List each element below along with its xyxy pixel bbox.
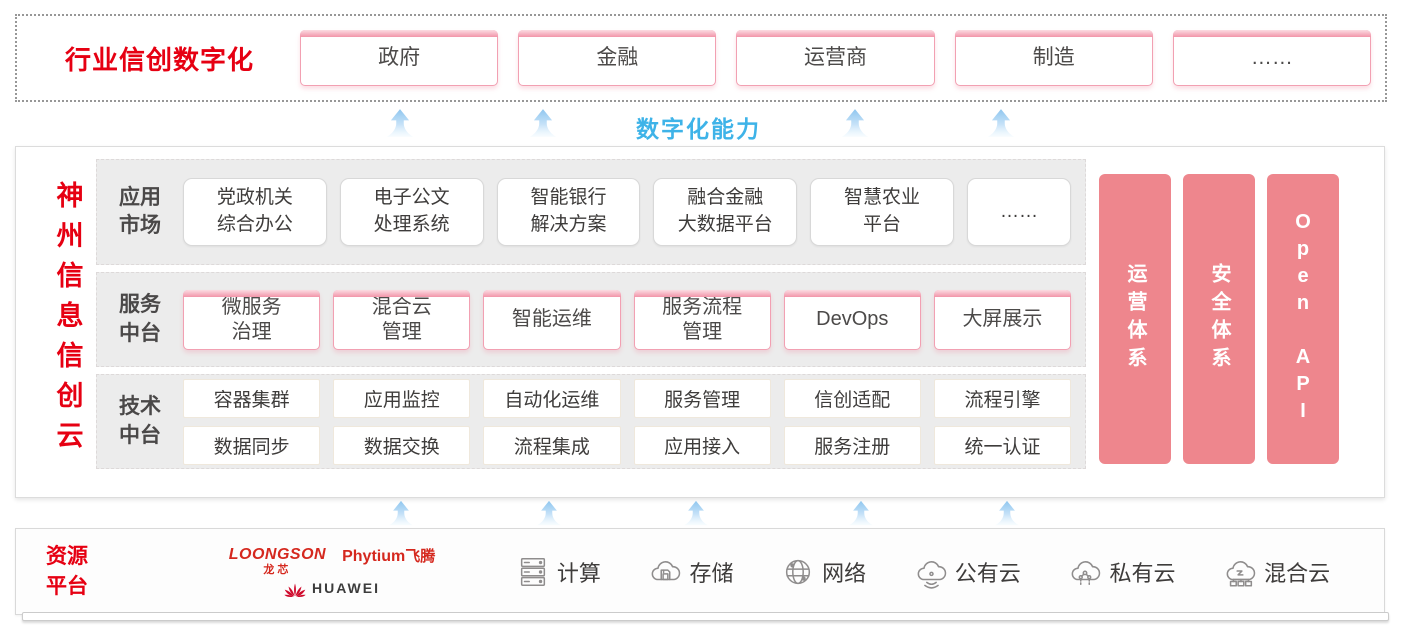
service-box: 微服务 治理	[183, 289, 321, 350]
tech-box: 数据同步	[183, 425, 321, 465]
resource-item-network: 网络	[781, 555, 866, 589]
vendor-logos: LOONGSON 龙芯 Phytium 飞腾	[187, 545, 477, 597]
pillar-operation-system: 运营体系	[1099, 174, 1171, 464]
tech-box: 服务管理	[633, 378, 771, 418]
huawei-logo: HUAWEI	[284, 579, 380, 597]
pillar-label: 运营体系	[1124, 263, 1146, 375]
resource-platform-panel: 资源 平台 LOONGSON 龙芯 Phytium 飞腾	[15, 528, 1385, 615]
industry-box-operator: 运营商	[736, 30, 935, 86]
cloud-platform-panel: 神州信息信创云 应用 市场 党政机关 综合办公 电子公文 处理系统 智能银行 解…	[15, 146, 1385, 498]
loongson-logo: LOONGSON 龙芯	[228, 545, 327, 576]
industry-banner: 行业信创数字化 政府 金融 运营商 制造 ……	[15, 14, 1387, 102]
resource-item-public-cloud: 公有云	[914, 555, 1021, 589]
app-box: 电子公文 处理系统	[339, 178, 484, 246]
up-arrow-icon	[529, 109, 557, 137]
band-service-platform: 服务 中台 微服务 治理 混合云 管理 智能运维 服务流程 管理 DevOps …	[96, 272, 1086, 367]
up-arrow-icon	[841, 109, 869, 137]
tech-box: 流程集成	[483, 425, 621, 465]
up-arrow-icon	[849, 500, 873, 526]
service-box: 混合云 管理	[333, 289, 471, 350]
base-platform-bar	[22, 612, 1389, 621]
industry-box-list: 政府 金融 运营商 制造 ……	[300, 30, 1372, 86]
resource-item-label: 混合云	[1264, 560, 1331, 586]
network-icon	[786, 559, 811, 584]
loongson-logo-text: LOONGSON	[228, 545, 327, 563]
service-box: DevOps	[783, 289, 922, 350]
service-platform-items: 微服务 治理 混合云 管理 智能运维 服务流程 管理 DevOps 大屏展示	[183, 289, 1072, 350]
tech-platform-grid: 容器集群 应用监控 自动化运维 服务管理 信创适配 流程引擎 数据同步 数据交换…	[183, 378, 1072, 465]
app-box: 智能银行 解决方案	[496, 178, 641, 246]
service-box: 智能运维	[483, 289, 621, 350]
tech-box: 自动化运维	[483, 378, 621, 418]
up-arrow-icon	[537, 500, 561, 526]
industry-box-manufacturing: 制造	[954, 30, 1154, 86]
phytium-logo-subtext: 飞腾	[405, 547, 436, 565]
compute-icon	[520, 557, 545, 586]
industry-box-government: 政府	[300, 30, 499, 86]
band-app-market: 应用 市场 党政机关 综合办公 电子公文 处理系统 智能银行 解决方案 融合金融…	[96, 159, 1086, 265]
tech-box: 服务注册	[783, 425, 921, 465]
vendor-row: LOONGSON 龙芯 Phytium 飞腾	[228, 545, 436, 576]
resource-item-label: 私有云	[1109, 560, 1176, 586]
resource-item-storage: 存储	[648, 555, 733, 589]
private-cloud-icon	[1072, 560, 1101, 585]
pillar-label: Open API	[1292, 211, 1314, 427]
app-box: 党政机关 综合办公	[183, 178, 327, 246]
resource-item-private-cloud: 私有云	[1068, 555, 1175, 589]
app-box: 智慧农业 平台	[810, 178, 954, 246]
tech-box: 应用接入	[633, 425, 771, 465]
resource-items: 计算 存储 网络	[492, 555, 1354, 589]
tech-box: 数据交换	[333, 425, 471, 465]
industry-banner-title: 行业信创数字化	[65, 44, 255, 75]
tech-row: 数据同步 数据交换 流程集成 应用接入 服务注册 统一认证	[183, 425, 1072, 465]
up-arrow-icon	[389, 500, 413, 526]
public-cloud-icon	[917, 560, 947, 589]
up-arrow-icon	[995, 500, 1019, 526]
phytium-logo: Phytium 飞腾	[342, 547, 436, 565]
app-box: 融合金融 大数据平台	[653, 178, 798, 246]
pillar-open-api: Open API	[1267, 174, 1339, 464]
band-label-tech-platform: 技术 中台	[119, 395, 161, 447]
up-arrow-icon	[987, 109, 1015, 137]
platform-bands: 应用 市场 党政机关 综合办公 电子公文 处理系统 智能银行 解决方案 融合金融…	[96, 159, 1086, 476]
resource-item-label: 存储	[689, 560, 734, 586]
tech-box: 统一认证	[933, 425, 1072, 465]
app-box-more: ……	[966, 178, 1071, 246]
band-label-service-platform: 服务 中台	[119, 293, 161, 345]
hybrid-cloud-icon	[1226, 560, 1256, 586]
tech-box: 容器集群	[183, 378, 321, 418]
loongson-logo-subtext: 龙芯	[263, 563, 292, 576]
resource-platform-title: 资源 平台	[46, 545, 88, 598]
tech-box: 流程引擎	[933, 378, 1072, 418]
resource-item-hybrid-cloud: 混合云	[1223, 555, 1330, 589]
pillar-security-system: 安全体系	[1183, 174, 1255, 464]
storage-icon	[652, 560, 681, 580]
industry-box-finance: 金融	[518, 30, 717, 86]
capability-label: 数字化能力	[636, 116, 761, 142]
tech-box: 应用监控	[333, 378, 471, 418]
industry-box-more: ……	[1172, 30, 1372, 86]
pillar-label: 安全体系	[1208, 263, 1230, 375]
resource-item-label: 计算	[556, 560, 601, 586]
tech-row: 容器集群 应用监控 自动化运维 服务管理 信创适配 流程引擎	[183, 378, 1072, 418]
band-tech-platform: 技术 中台 容器集群 应用监控 自动化运维 服务管理 信创适配 流程引擎 数据同…	[96, 374, 1086, 469]
phytium-logo-text: Phytium	[342, 547, 406, 565]
service-box: 大屏展示	[933, 289, 1072, 350]
resource-item-label: 网络	[822, 560, 867, 586]
huawei-logo-text: HUAWEI	[312, 579, 380, 596]
resource-item-label: 公有云	[954, 560, 1021, 586]
resource-item-compute: 计算	[516, 555, 601, 589]
cloud-platform-title: 神州信息信创云	[52, 181, 83, 461]
app-market-items: 党政机关 综合办公 电子公文 处理系统 智能银行 解决方案 融合金融 大数据平台…	[183, 178, 1071, 246]
band-label-app-market: 应用 市场	[119, 185, 161, 237]
tech-box: 信创适配	[783, 378, 921, 418]
up-arrow-icon	[386, 109, 414, 137]
service-box: 服务流程 管理	[633, 289, 771, 350]
up-arrow-icon	[684, 500, 708, 526]
huawei-flower-icon	[284, 583, 306, 597]
